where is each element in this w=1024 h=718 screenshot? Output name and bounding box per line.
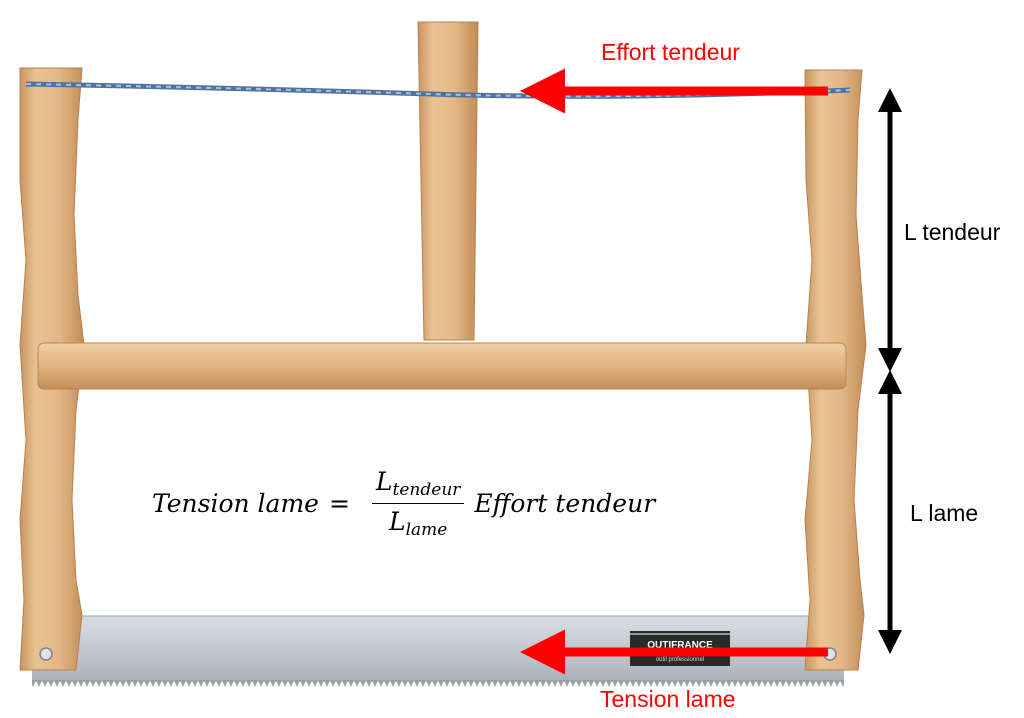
formula-lhs: Tension lame <box>152 489 319 519</box>
l-tendeur-dimension <box>878 88 902 372</box>
l-lame-dimension <box>878 370 902 654</box>
effort-tendeur-label: Effort tendeur <box>601 39 740 65</box>
formula-equals: = <box>328 489 350 519</box>
l-lame-label: L lame <box>910 500 979 526</box>
tension-formula: Tension lame = Ltendeur Llame Effort ten… <box>152 468 655 540</box>
blade-brand-tagline: outil professionnel <box>656 657 704 663</box>
crossbar <box>37 342 847 390</box>
formula-denominator: Llame <box>388 507 448 541</box>
formula-numerator: Ltendeur <box>375 467 461 500</box>
center-tension-stick <box>417 21 479 341</box>
tension-lame-label: Tension lame <box>600 686 736 712</box>
blade-brand-name: OUTIFRANCE <box>647 640 713 651</box>
formula-rhs: Effort tendeur <box>474 489 656 519</box>
fraction-bar <box>371 502 465 505</box>
l-tendeur-label: L tendeur <box>904 219 1001 245</box>
left-screw <box>39 647 53 661</box>
formula-fraction: Ltendeur Llame <box>371 467 465 541</box>
